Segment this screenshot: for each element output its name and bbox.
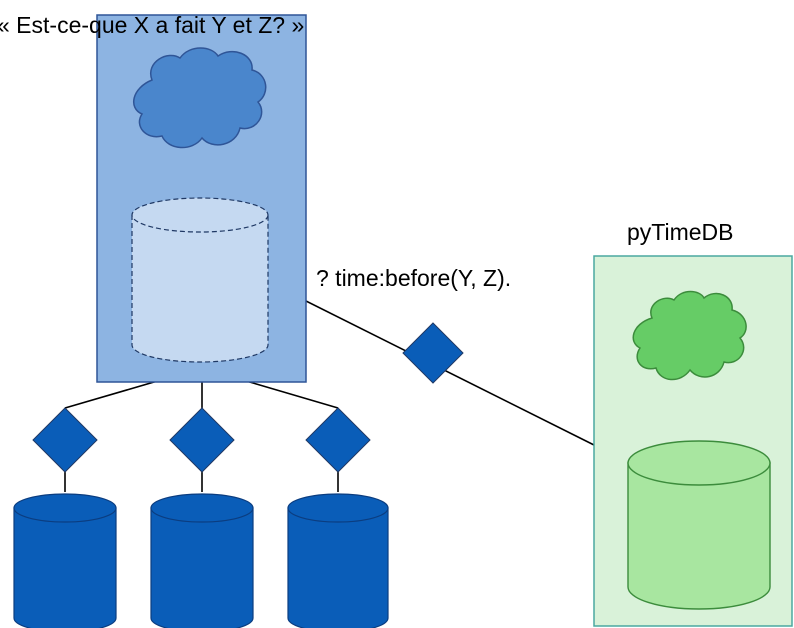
source-diamond-right xyxy=(305,407,371,473)
query-diamond xyxy=(402,322,464,384)
pytimedb-cylinder xyxy=(627,440,771,610)
source-diamond-left xyxy=(32,407,98,473)
question-text: « Est-ce-que X a fait Y et Z? » xyxy=(0,12,304,38)
pytimedb-title: pyTimeDB xyxy=(627,219,734,245)
cloud-icon-blue xyxy=(132,47,267,149)
source-diamond-middle xyxy=(169,407,235,473)
database-cylinder-right xyxy=(287,493,389,628)
database-cylinder-middle xyxy=(150,493,254,628)
query-text: ? time:before(Y, Z). xyxy=(316,265,511,291)
database-cylinder-left xyxy=(13,493,117,628)
cloud-icon-green xyxy=(632,290,747,381)
knowledge-base-cylinder xyxy=(131,197,269,363)
